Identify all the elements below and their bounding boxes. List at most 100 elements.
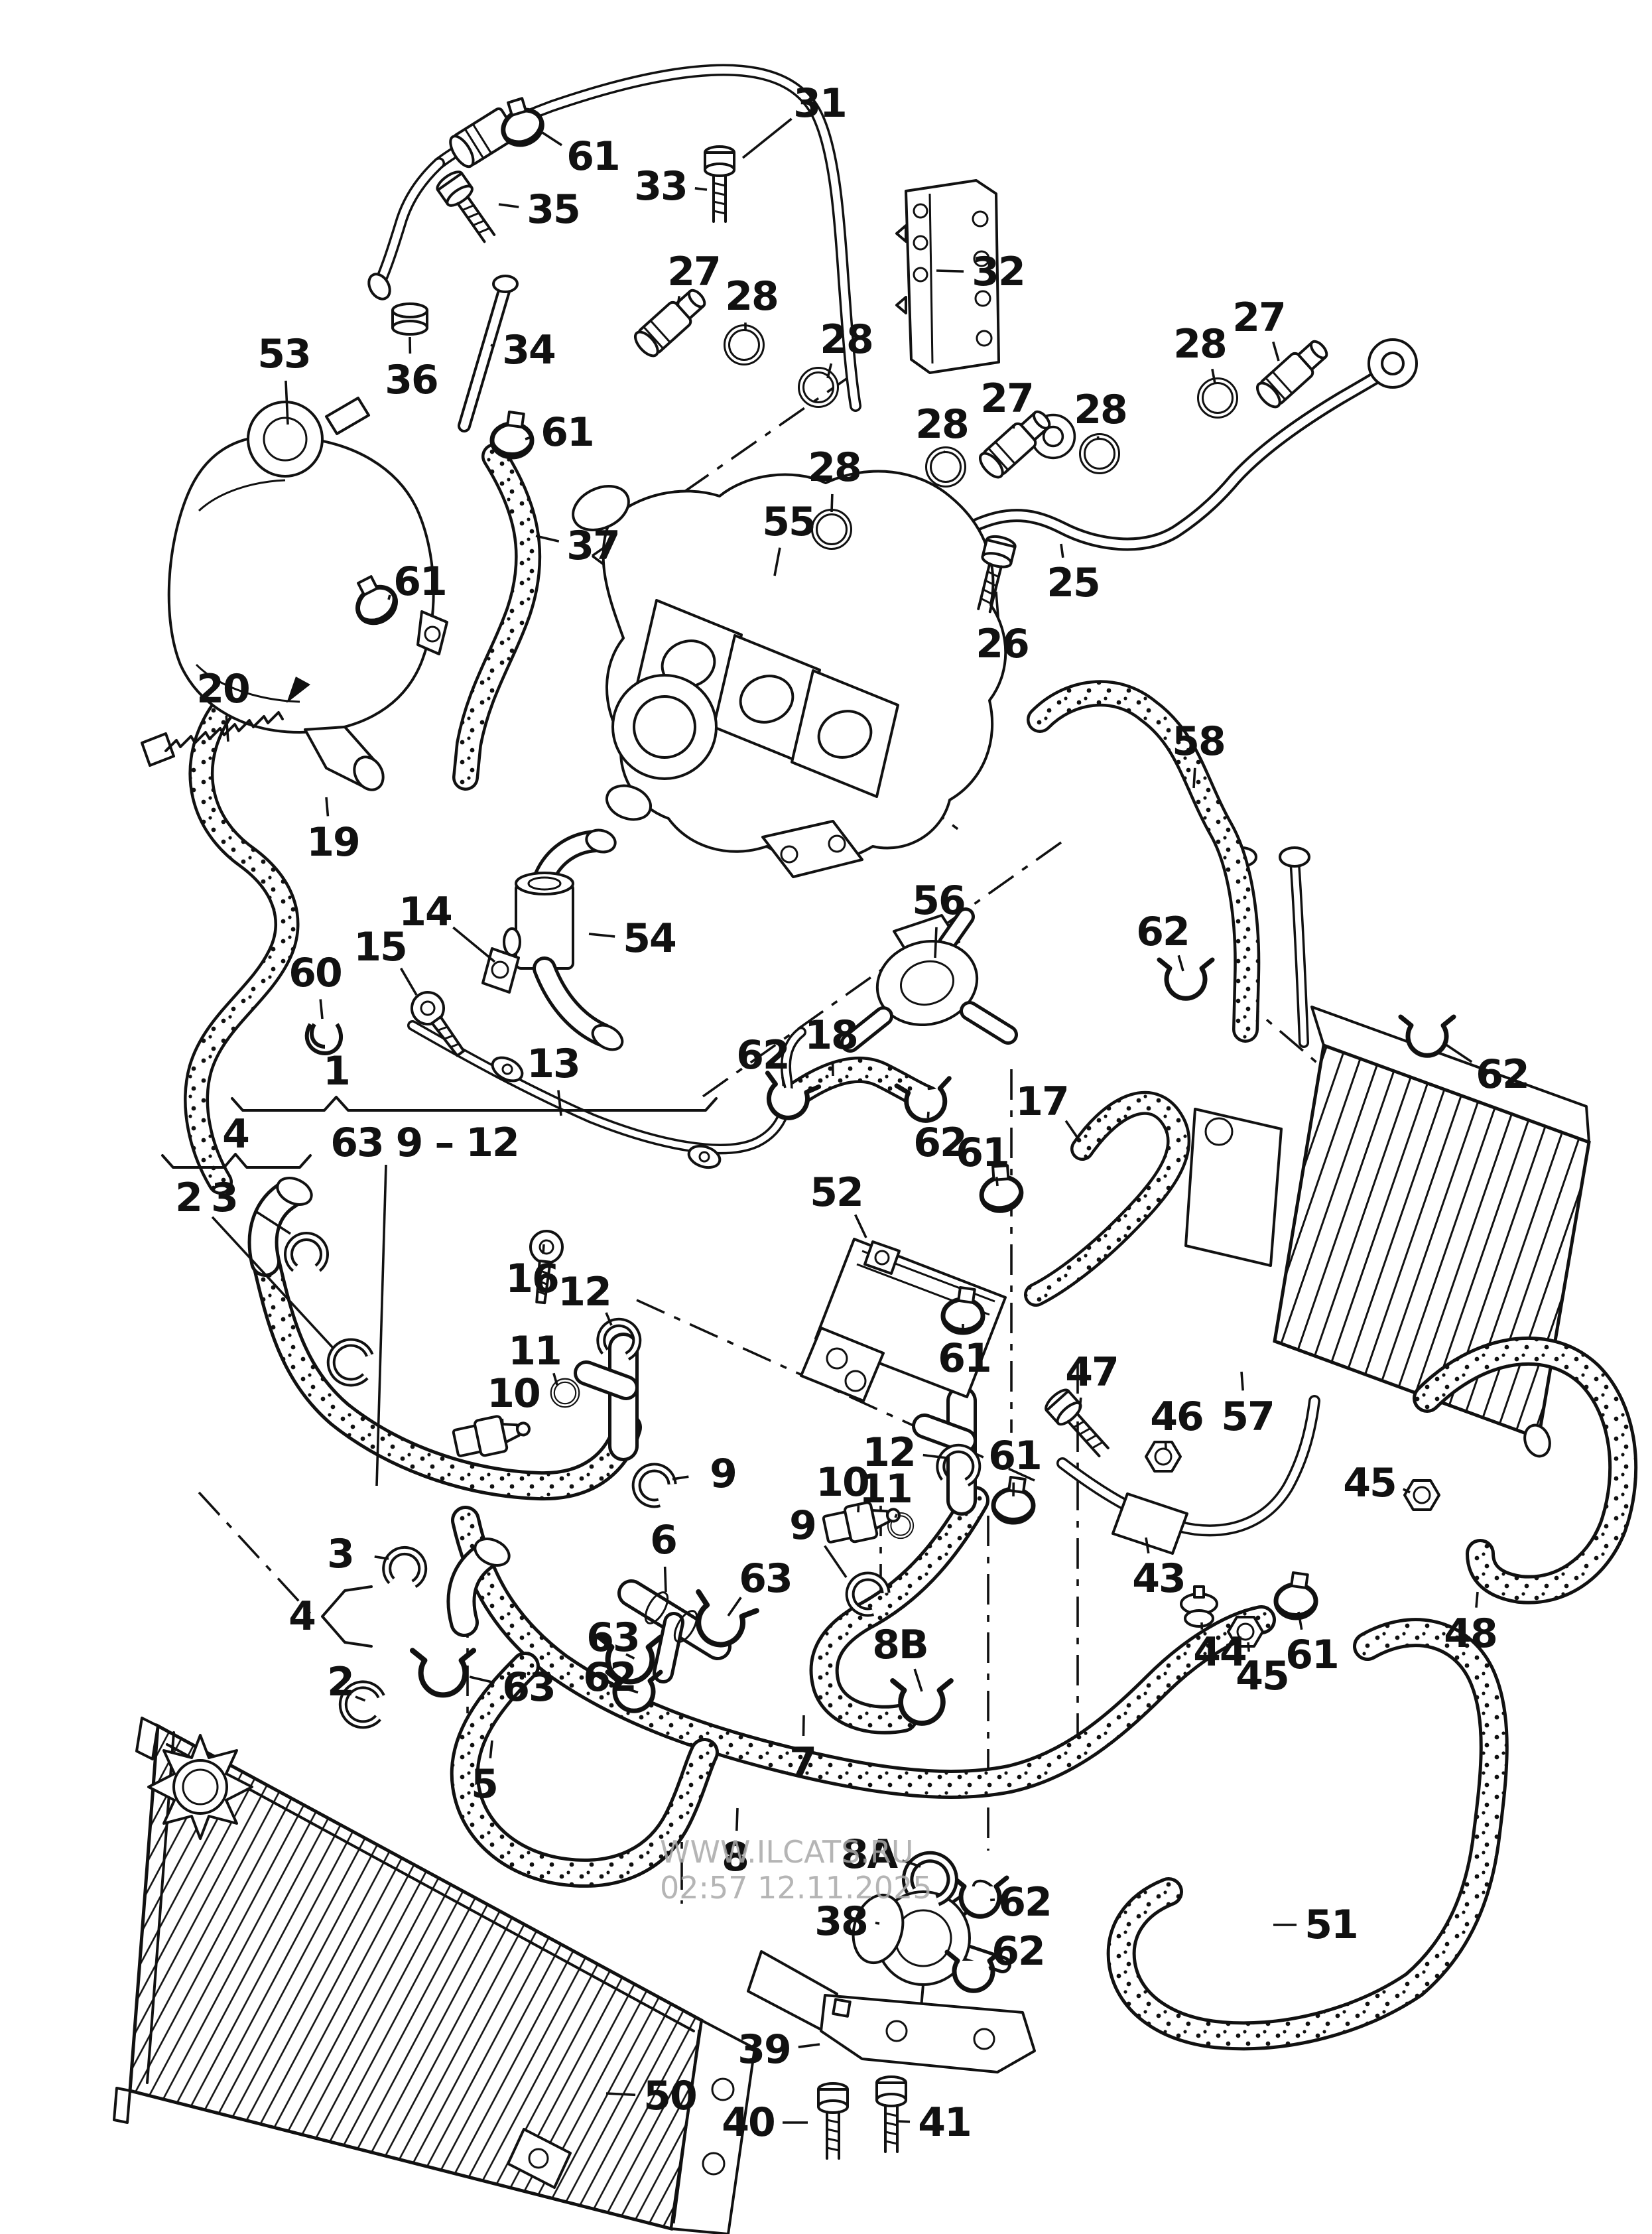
part-label-43: 43 [1132, 1555, 1185, 1602]
part-label-27: 27 [667, 249, 720, 295]
part-label-50: 50 [643, 2073, 696, 2119]
leader-line-63 [469, 1676, 495, 1684]
part-label-4: 4 [288, 1593, 315, 1640]
part-label-11: 11 [508, 1328, 561, 1374]
watermark-line1: WWW.ILCATS.RU [660, 1834, 914, 1870]
watermark-line2: 02:57 12.11.2025 [660, 1870, 932, 1906]
radiator-drawing [113, 1717, 756, 2234]
nut-icon [1403, 1479, 1440, 1511]
banjo-eye [1367, 338, 1418, 389]
part-label-6: 6 [650, 1517, 676, 1563]
leader-line-55 [773, 547, 781, 576]
leader-line-5 [489, 1740, 493, 1758]
part-label-15: 15 [353, 924, 407, 970]
part-label-53: 53 [257, 331, 310, 377]
leader-line-15 [400, 967, 418, 996]
leader-line-11 [894, 1514, 898, 1518]
part-label-62: 62 [583, 1654, 636, 1701]
part-label-40: 40 [722, 2099, 775, 2146]
leader-line-61 [1297, 1611, 1303, 1630]
leader-line-2 [211, 1216, 334, 1349]
leader-line-61 [542, 131, 562, 147]
leader-line-12 [922, 1453, 948, 1459]
part-label-62: 62 [991, 1928, 1045, 1975]
part-label-38: 38 [814, 1898, 867, 1945]
leader-line-25 [1060, 543, 1064, 558]
part-label-7: 7 [789, 1739, 816, 1786]
part-label-1: 1 [323, 1048, 349, 1094]
part-label-62: 62 [1476, 1051, 1529, 1098]
leader-line-7 [802, 1715, 805, 1737]
engine-manifold-drawing [572, 470, 1007, 878]
leader-line-48 [1475, 1591, 1479, 1608]
part-label-27: 27 [980, 375, 1033, 422]
leader-line-3 [374, 1555, 389, 1560]
part-label-56: 56 [912, 878, 965, 924]
leader-line-62 [988, 1965, 992, 1971]
part-label-39: 39 [737, 2026, 791, 2073]
leader-line-43 [1145, 1537, 1150, 1554]
leader-line-35 [498, 203, 519, 208]
leader-line-52 [854, 1214, 867, 1238]
part-label-28: 28 [820, 316, 873, 363]
part-label-11: 11 [859, 1466, 912, 1512]
part-label-61: 61 [988, 1433, 1041, 1479]
leader-line-12 [605, 1312, 613, 1326]
part-label-61: 61 [540, 409, 594, 456]
leader-line-61 [525, 435, 534, 440]
leader-line-27 [676, 296, 680, 307]
part-label-46: 46 [1150, 1394, 1203, 1440]
part-label-41: 41 [918, 2099, 971, 2146]
leader-line-20 [225, 715, 229, 742]
part-label-47: 47 [1065, 1349, 1118, 1396]
part-label-2: 2 [175, 1175, 202, 1221]
part-label-61: 61 [566, 133, 619, 180]
leader-line-3 [253, 1209, 291, 1235]
part-label-9: 9 [710, 1451, 736, 1497]
leader-line-34 [490, 344, 495, 348]
part-label-26: 26 [976, 621, 1029, 667]
pump-bracket-drawing [747, 1950, 1036, 2073]
part-label-20: 20 [196, 666, 249, 712]
part-label-10: 10 [487, 1370, 540, 1417]
part-label-12: 12 [862, 1429, 915, 1476]
leader-line-33 [694, 187, 708, 191]
part-label-37: 37 [566, 523, 619, 569]
part-label-28: 28 [808, 444, 861, 491]
part-label-32: 32 [972, 249, 1025, 295]
part-label-63: 63 [739, 1555, 792, 1602]
leader-line-14 [452, 926, 496, 963]
leader-line-62 [625, 1687, 639, 1694]
part-label-27: 27 [1232, 295, 1285, 341]
part-label-8B: 8B [872, 1622, 927, 1668]
oil-cooler-drawing [800, 1238, 1007, 1402]
leader-line-9 [672, 1475, 689, 1480]
leader-line-47 [1078, 1397, 1082, 1410]
part-label-58: 58 [1172, 718, 1225, 765]
part-label-2: 2 [327, 1659, 353, 1705]
leader-line-62 [1442, 1041, 1473, 1063]
part-label-45: 45 [1343, 1460, 1396, 1506]
nut-icon [1145, 1441, 1182, 1473]
part-label-28: 28 [725, 273, 778, 320]
part-label-16: 16 [505, 1256, 558, 1302]
leader-line-57 [1240, 1371, 1244, 1391]
leader-line-2 [355, 1695, 366, 1702]
leader-line-54 [588, 933, 615, 938]
leader-line-39 [798, 2043, 820, 2048]
leader-line-13 [557, 1090, 562, 1116]
part-label-63: 63 [502, 1664, 555, 1711]
leader-line-9 [824, 1545, 848, 1579]
part-label-9: 9 [789, 1502, 816, 1549]
leader-line-56 [934, 927, 938, 958]
leader-line-41 [897, 2120, 911, 2123]
leader-line-45 [1247, 1642, 1250, 1652]
part-label-13: 13 [527, 1041, 580, 1087]
part-label-8A: 8A [841, 1831, 899, 1878]
leader-line-45 [1402, 1488, 1411, 1494]
leader-line-31 [741, 117, 793, 159]
spring-20-drawing [141, 677, 310, 767]
